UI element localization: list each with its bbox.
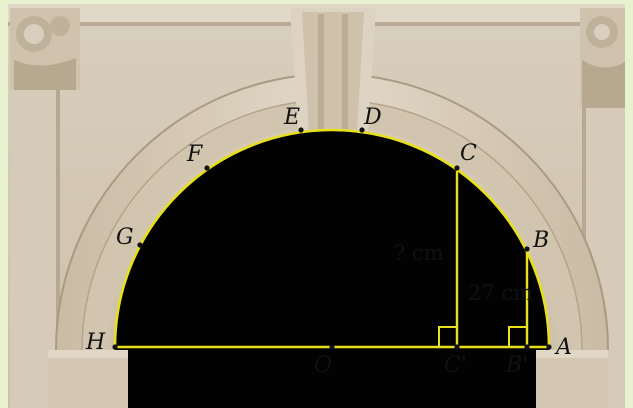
point-b (524, 246, 530, 252)
point-g (137, 242, 143, 248)
label-h: H (85, 330, 106, 355)
right-angle-mark-c-prime (438, 326, 457, 347)
point-d (359, 127, 365, 133)
label-b: B (532, 228, 549, 253)
left-impost-cap (48, 350, 128, 358)
point-f (204, 165, 210, 171)
point-c (454, 165, 460, 171)
label-o: O (314, 353, 332, 378)
left-pilaster-edge (56, 90, 60, 408)
label-c: C (460, 141, 477, 166)
label-d: D (363, 105, 382, 130)
point-h (112, 344, 118, 350)
measure-unknown: ? cm (394, 241, 444, 265)
left-impost (48, 350, 128, 408)
inner-archivolt (82, 100, 582, 350)
point-e (298, 127, 304, 133)
keystone (290, 8, 376, 160)
measure-known: 27 cm (468, 281, 533, 305)
point-b-prime (524, 344, 530, 350)
right-impost-cap (536, 350, 608, 358)
label-f: F (186, 142, 203, 167)
label-e: E (283, 105, 300, 130)
label-a: A (554, 335, 572, 360)
point-c-prime (454, 344, 460, 350)
arch-opening (115, 130, 549, 408)
label-b-prime: B' (505, 353, 528, 378)
right-angle-mark-b-prime (508, 326, 527, 347)
left-corbel (10, 8, 80, 90)
label-c-prime: C' (444, 353, 467, 378)
point-a (546, 344, 552, 350)
label-g: G (116, 225, 134, 250)
point-o (329, 344, 335, 350)
right-impost (536, 350, 608, 408)
right-corbel (580, 8, 625, 108)
